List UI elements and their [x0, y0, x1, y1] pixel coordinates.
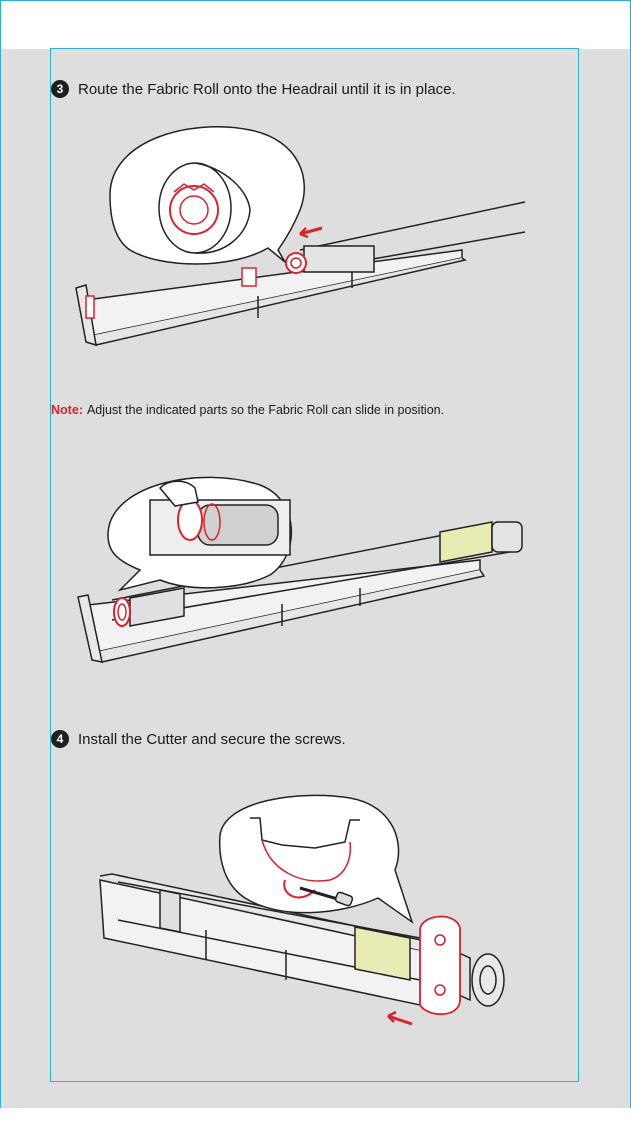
- note-line: Note: Adjust the indicated parts so the F…: [51, 403, 444, 417]
- step-4-text: Install the Cutter and secure the screws…: [78, 731, 346, 748]
- illustration-route-fabric-roll: [0, 0, 631, 400]
- note-text: Adjust the indicated parts so the Fabric…: [87, 403, 444, 417]
- illustration-install-cutter: [0, 790, 631, 1050]
- step-4-heading: 4 Install the Cutter and secure the scre…: [51, 730, 346, 748]
- step-4-number: 4: [51, 730, 69, 748]
- note-label: Note:: [51, 403, 83, 417]
- page-bottom-strip: [0, 1108, 631, 1135]
- illustration-adjust-parts: [0, 440, 631, 680]
